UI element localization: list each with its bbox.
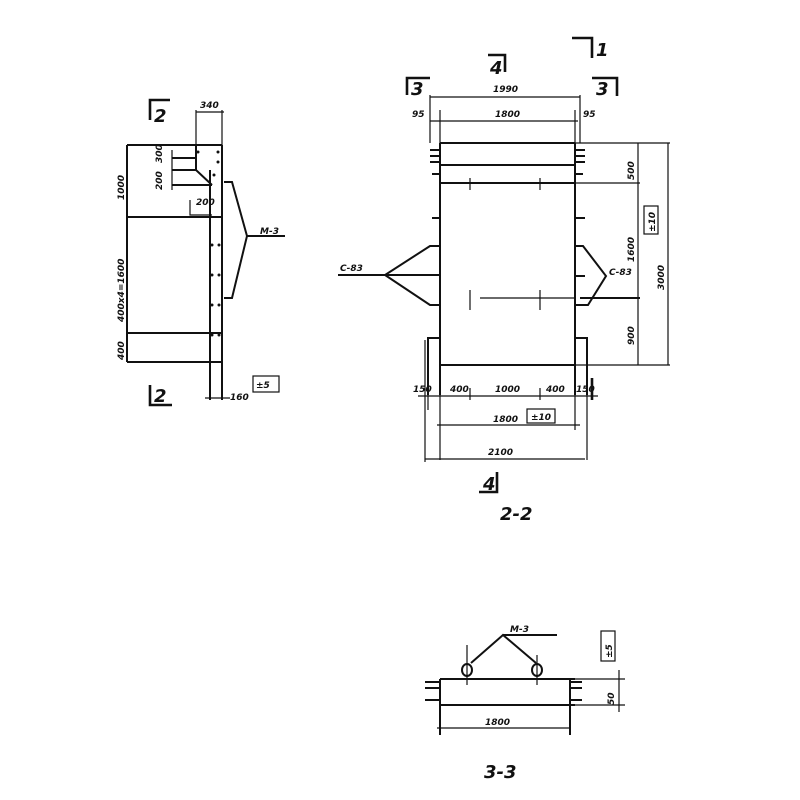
caption-2-2: 2-2: [500, 504, 533, 525]
section-3-3: M-3 1800 50 ±5 3-3: [425, 625, 625, 783]
drawing-line: [470, 633, 557, 664]
section-mark-4-bottom: 4: [479, 472, 499, 495]
label-c83-left: C-83: [340, 264, 363, 274]
drawing-line: [424, 340, 585, 462]
label-c83-right: C-83: [609, 268, 632, 278]
section-mark-3-right: 3: [592, 76, 619, 100]
dimension-label: 400: [449, 385, 469, 395]
drawing-line: [172, 157, 213, 186]
dimension-label: 4: [489, 58, 503, 79]
drawing-element: [210, 243, 214, 247]
tolerance-box-right: ±10: [648, 212, 658, 232]
dimension-label: 2: [154, 106, 167, 127]
dimension-label: 1800: [485, 718, 510, 728]
drawing-element: [210, 273, 214, 277]
drawing-line: [572, 36, 594, 58]
dimension-label: 150: [413, 385, 432, 395]
drawing-line: [469, 178, 575, 310]
drawing-element: [252, 375, 280, 393]
dimension-label: 95: [412, 110, 425, 120]
section-mark-2-bottom: 2: [148, 385, 172, 407]
drawing-element: [217, 303, 221, 307]
dimension-label: 1000: [117, 175, 127, 200]
dimension-label: 160: [230, 393, 249, 403]
dimension-label: 400: [545, 385, 565, 395]
drawing-line: [430, 149, 585, 277]
dimension-label: 2: [154, 386, 167, 407]
tolerance-box-3-3: ±5: [605, 644, 615, 658]
section-mark-2-top: 2: [148, 98, 170, 127]
drawing-line: [171, 150, 212, 216]
leader-label-3-3: M-3: [510, 625, 529, 635]
tolerance-box: ±5: [256, 381, 270, 391]
dimension-label: 1600: [627, 237, 637, 262]
dimension-label: 50: [607, 692, 617, 705]
dimension-label: 400: [117, 341, 127, 361]
section-mark-4-top: 4: [488, 53, 507, 79]
drawing-line: [479, 472, 499, 494]
dimension-label: 200: [196, 198, 215, 208]
dimension-label: 150: [576, 385, 595, 395]
dimension-label: 1800: [495, 110, 520, 120]
dimension-label: 1000: [495, 385, 520, 395]
dim-340: 340: [200, 101, 219, 111]
drawing-line: [570, 670, 625, 712]
drawing-line: [224, 181, 285, 299]
drawing-line: [439, 678, 575, 735]
dimension-label: 1990: [493, 85, 518, 95]
drawing-line: [429, 95, 581, 143]
dimension-label: 900: [627, 326, 637, 345]
section-mark-3-left: 3: [405, 76, 430, 100]
drawing-line: [439, 142, 576, 395]
dimension-label: 1800: [493, 415, 518, 425]
drawing-element: [210, 303, 214, 307]
dimension-label: 2100: [488, 448, 513, 458]
dimension-label: 300: [155, 144, 165, 163]
drawing-line: [338, 245, 440, 306]
drawing-line: [430, 110, 578, 143]
drawing-line: [127, 144, 222, 363]
drawing-element: [643, 205, 659, 235]
drawing-line: [466, 645, 538, 685]
drawing-element: [526, 408, 556, 424]
drawing-line: [148, 98, 170, 120]
drawing-element: [600, 630, 616, 662]
drawing-line: [427, 337, 588, 395]
dimension-label: 500: [627, 161, 637, 180]
drawing-element: [217, 273, 221, 277]
drawing-line: [592, 76, 619, 96]
dimension-label: 400x4=1600: [117, 259, 127, 323]
drawing-element: [196, 150, 200, 154]
side-view: 2 2 340 200 300 200 1000 400x4=1600 400: [117, 98, 285, 407]
dimension-label: 95: [583, 110, 596, 120]
tolerance-box-bottom: ±10: [531, 413, 551, 423]
drawing-line: [425, 681, 582, 701]
section-mark-1: 1: [572, 36, 609, 61]
drawing-element: [217, 333, 221, 337]
drawing-element: [217, 243, 221, 247]
drawing-element: [212, 173, 216, 177]
drawing-element: [216, 160, 220, 164]
drawing-line: [418, 385, 598, 460]
drawing-line: [405, 76, 430, 95]
caption-3-3: 3-3: [484, 762, 517, 783]
dimension-label: 3: [596, 79, 609, 100]
front-view: 4 1 3 3 1990 1800 95 95 C-83 C-83: [338, 36, 670, 525]
drawing-line: [195, 110, 224, 145]
dimension-label: 3000: [657, 265, 667, 290]
dimension-label: 200: [155, 171, 165, 190]
dimension-label: 3: [411, 79, 424, 100]
drawing-line: [148, 385, 172, 407]
leader-label: M-3: [260, 227, 279, 237]
drawing-line: [488, 53, 507, 72]
drawing-line: [575, 245, 640, 306]
dimension-label: 1: [596, 40, 609, 61]
bolt-dots: [196, 150, 221, 337]
drawing-element: [210, 333, 214, 337]
drawing-element: [216, 150, 220, 154]
dimension-label: 4: [482, 474, 496, 495]
drawing-line: [575, 142, 670, 366]
